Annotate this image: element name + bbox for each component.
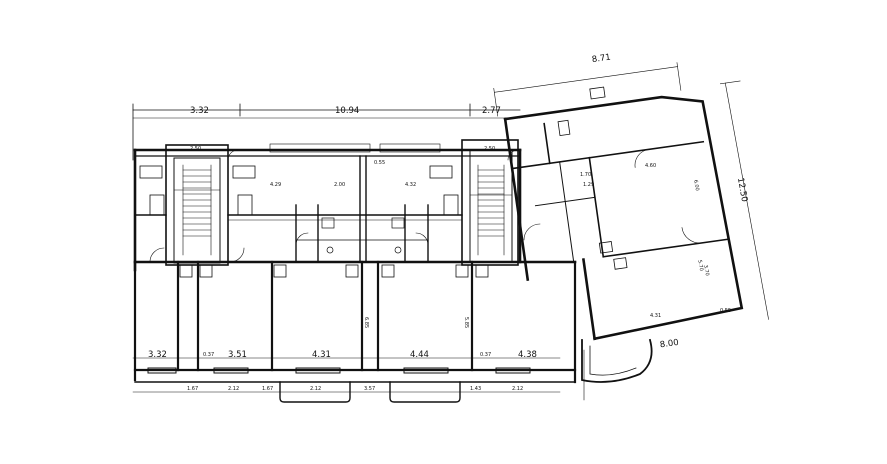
upper-rooms (134, 143, 463, 263)
dim-side-high-0: 6.85 (363, 317, 369, 328)
dim-bottom-3: 4.31 (312, 350, 331, 360)
dim-bottom-sub-4: 3.57 (364, 386, 375, 392)
dim-bottom-sub-6: 2.12 (512, 386, 523, 392)
top-dimension-line (132, 103, 521, 161)
dim-wing-small-5: 0.55 (720, 308, 731, 314)
balconies (132, 357, 561, 403)
dim-top-mid: 10.94 (335, 106, 359, 116)
dim-room-200: 2.00 (334, 182, 345, 188)
dim-wing-small-3: 6.00 (692, 179, 700, 191)
dim-wing-small-2: 4.31 (650, 313, 661, 319)
dim-bottom-5: 0.37 (480, 352, 491, 358)
dim-top-left: 3.32 (190, 106, 209, 116)
main-block-walls (133, 148, 577, 272)
dim-wing-bay: 8.00 (659, 338, 679, 351)
dim-wing-small-0: 1.29 (583, 182, 594, 188)
dim-bottom-6: 4.38 (518, 350, 537, 360)
dim-room-429: 4.29 (270, 182, 281, 188)
dim-top-right: 2.77 (482, 106, 501, 116)
dim-wing-460: 4.60 (645, 163, 656, 169)
dim-bottom-sub-2: 1.67 (262, 386, 273, 392)
dim-wing-small-1: 5.70 (696, 259, 704, 271)
dim-wing-top: 8.71 (591, 53, 611, 66)
lower-rooms (133, 260, 577, 384)
dim-stair-right: 2.50 (484, 146, 495, 152)
stair-left (165, 144, 229, 266)
dim-bottom-1: 0.37 (203, 352, 214, 358)
stair-right (461, 139, 519, 266)
dim-wing-small-6: 1.70 (580, 172, 591, 178)
dim-room-432: 4.32 (405, 182, 416, 188)
window-marks (147, 367, 531, 374)
dim-bottom-sub-5: 1.43 (470, 386, 481, 392)
bay-window (581, 338, 653, 383)
dim-hall-055: 0.55 (374, 160, 385, 166)
dim-side-high-1: 5.85 (463, 317, 469, 328)
dim-wing-side: 12.50 (735, 177, 749, 203)
dim-bottom-sub-0: 1.67 (187, 386, 198, 392)
wing-block (493, 62, 769, 341)
dim-bottom-4: 4.44 (410, 350, 429, 360)
dim-bottom-sub-3: 2.12 (310, 386, 321, 392)
dim-bottom-sub-1: 2.12 (228, 386, 239, 392)
door-swings-upper (149, 149, 541, 263)
dim-stair-left: 2.50 (190, 146, 201, 152)
dimension-labels: 3.32 10.94 2.77 8.71 12.50 8.00 2.50 2.5… (148, 53, 749, 392)
dim-bottom-2: 3.51 (228, 350, 247, 360)
dim-bottom-0: 3.32 (148, 350, 167, 360)
dim-wing-small-4: 3.70 (702, 264, 710, 276)
